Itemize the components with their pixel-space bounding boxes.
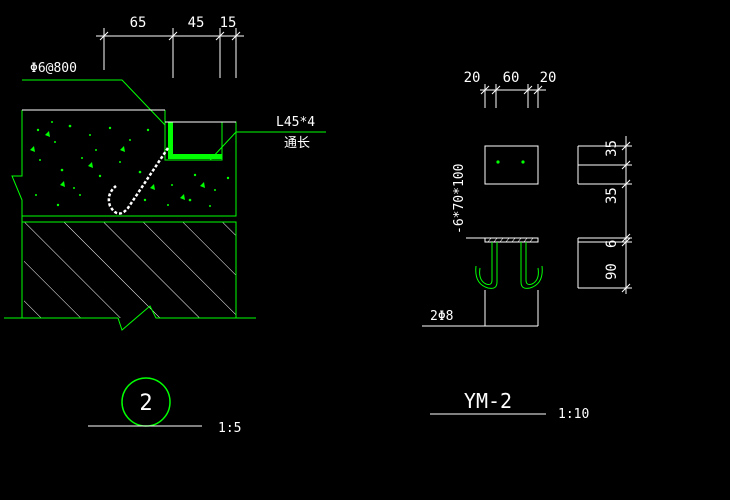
detail2-dim-2: 45 <box>188 15 205 31</box>
hatched-wall <box>21 216 237 318</box>
angle-label: L45*4 <box>276 115 315 130</box>
ym2-top-dimensions <box>480 84 546 108</box>
ym2-scale: 1:10 <box>558 407 589 422</box>
plate-label: -6*70*100 <box>452 164 467 234</box>
bar-label: 2Φ8 <box>430 309 453 324</box>
embed-plate-section <box>484 237 539 243</box>
angle-leader <box>209 131 326 161</box>
detail-2: 65 45 15 Φ6@800 <box>4 15 326 436</box>
detail2-dim-3: 15 <box>220 15 237 31</box>
ym2-right-dimensions <box>577 136 632 294</box>
ym2-right-dim-2: 35 <box>604 187 620 204</box>
detail2-scale: 1:5 <box>218 421 241 436</box>
anchor-hook <box>107 147 170 215</box>
angle-steel <box>164 121 236 161</box>
ym2-dim-3: 20 <box>540 70 557 86</box>
detail2-dim-1: 65 <box>130 15 147 31</box>
ground-line <box>4 305 256 331</box>
ym2-title: YM-2 <box>464 389 512 413</box>
rebar-leader <box>22 79 166 126</box>
slab-outline <box>11 110 237 217</box>
anchor-bars <box>475 242 543 289</box>
section-marker-number: 2 <box>139 391 152 416</box>
embed-plate-plan <box>484 145 539 185</box>
ym2-right-dim-4: 90 <box>604 263 620 280</box>
ym2-dim-1: 20 <box>464 70 481 86</box>
rebar-label: Φ6@800 <box>30 61 77 76</box>
ym2-detail: 20 60 20 -6*70*100 2Φ8 <box>422 70 632 422</box>
ym2-dim-2: 60 <box>503 70 520 86</box>
angle-note: 通长 <box>284 136 310 151</box>
ym2-right-dim-3: 6 <box>604 240 620 248</box>
concrete-texture <box>30 121 230 207</box>
ym2-right-dim-1: 35 <box>604 140 620 157</box>
detail2-top-dimensions <box>96 28 244 78</box>
